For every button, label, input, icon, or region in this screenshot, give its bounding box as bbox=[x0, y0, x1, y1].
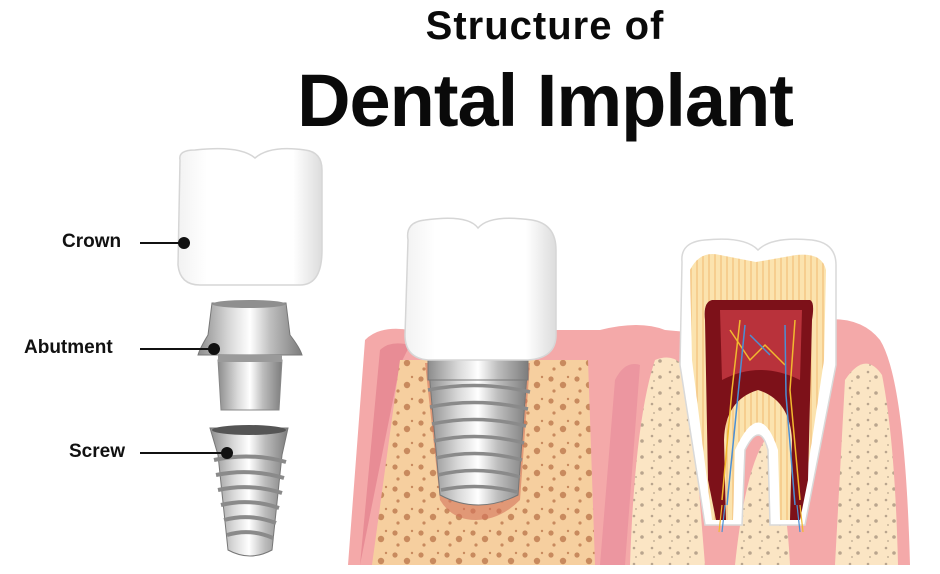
implanted-crown bbox=[404, 217, 557, 361]
natural-tooth bbox=[679, 238, 837, 533]
screw-label: Screw bbox=[69, 441, 125, 462]
abutment-label: Abutment bbox=[24, 337, 113, 358]
abutment-part bbox=[197, 300, 303, 411]
implanted-screw bbox=[425, 359, 531, 520]
title-line-2: Dental Implant bbox=[297, 59, 794, 142]
screw-part bbox=[209, 425, 289, 557]
abutment-marker-dot bbox=[208, 343, 220, 355]
crown-part bbox=[177, 147, 323, 286]
title-line-1: Structure of bbox=[425, 4, 665, 48]
screw-marker-dot bbox=[221, 447, 233, 459]
crown-marker-dot bbox=[178, 237, 190, 249]
crown-label: Crown bbox=[62, 231, 122, 252]
leader-lines bbox=[140, 242, 226, 454]
